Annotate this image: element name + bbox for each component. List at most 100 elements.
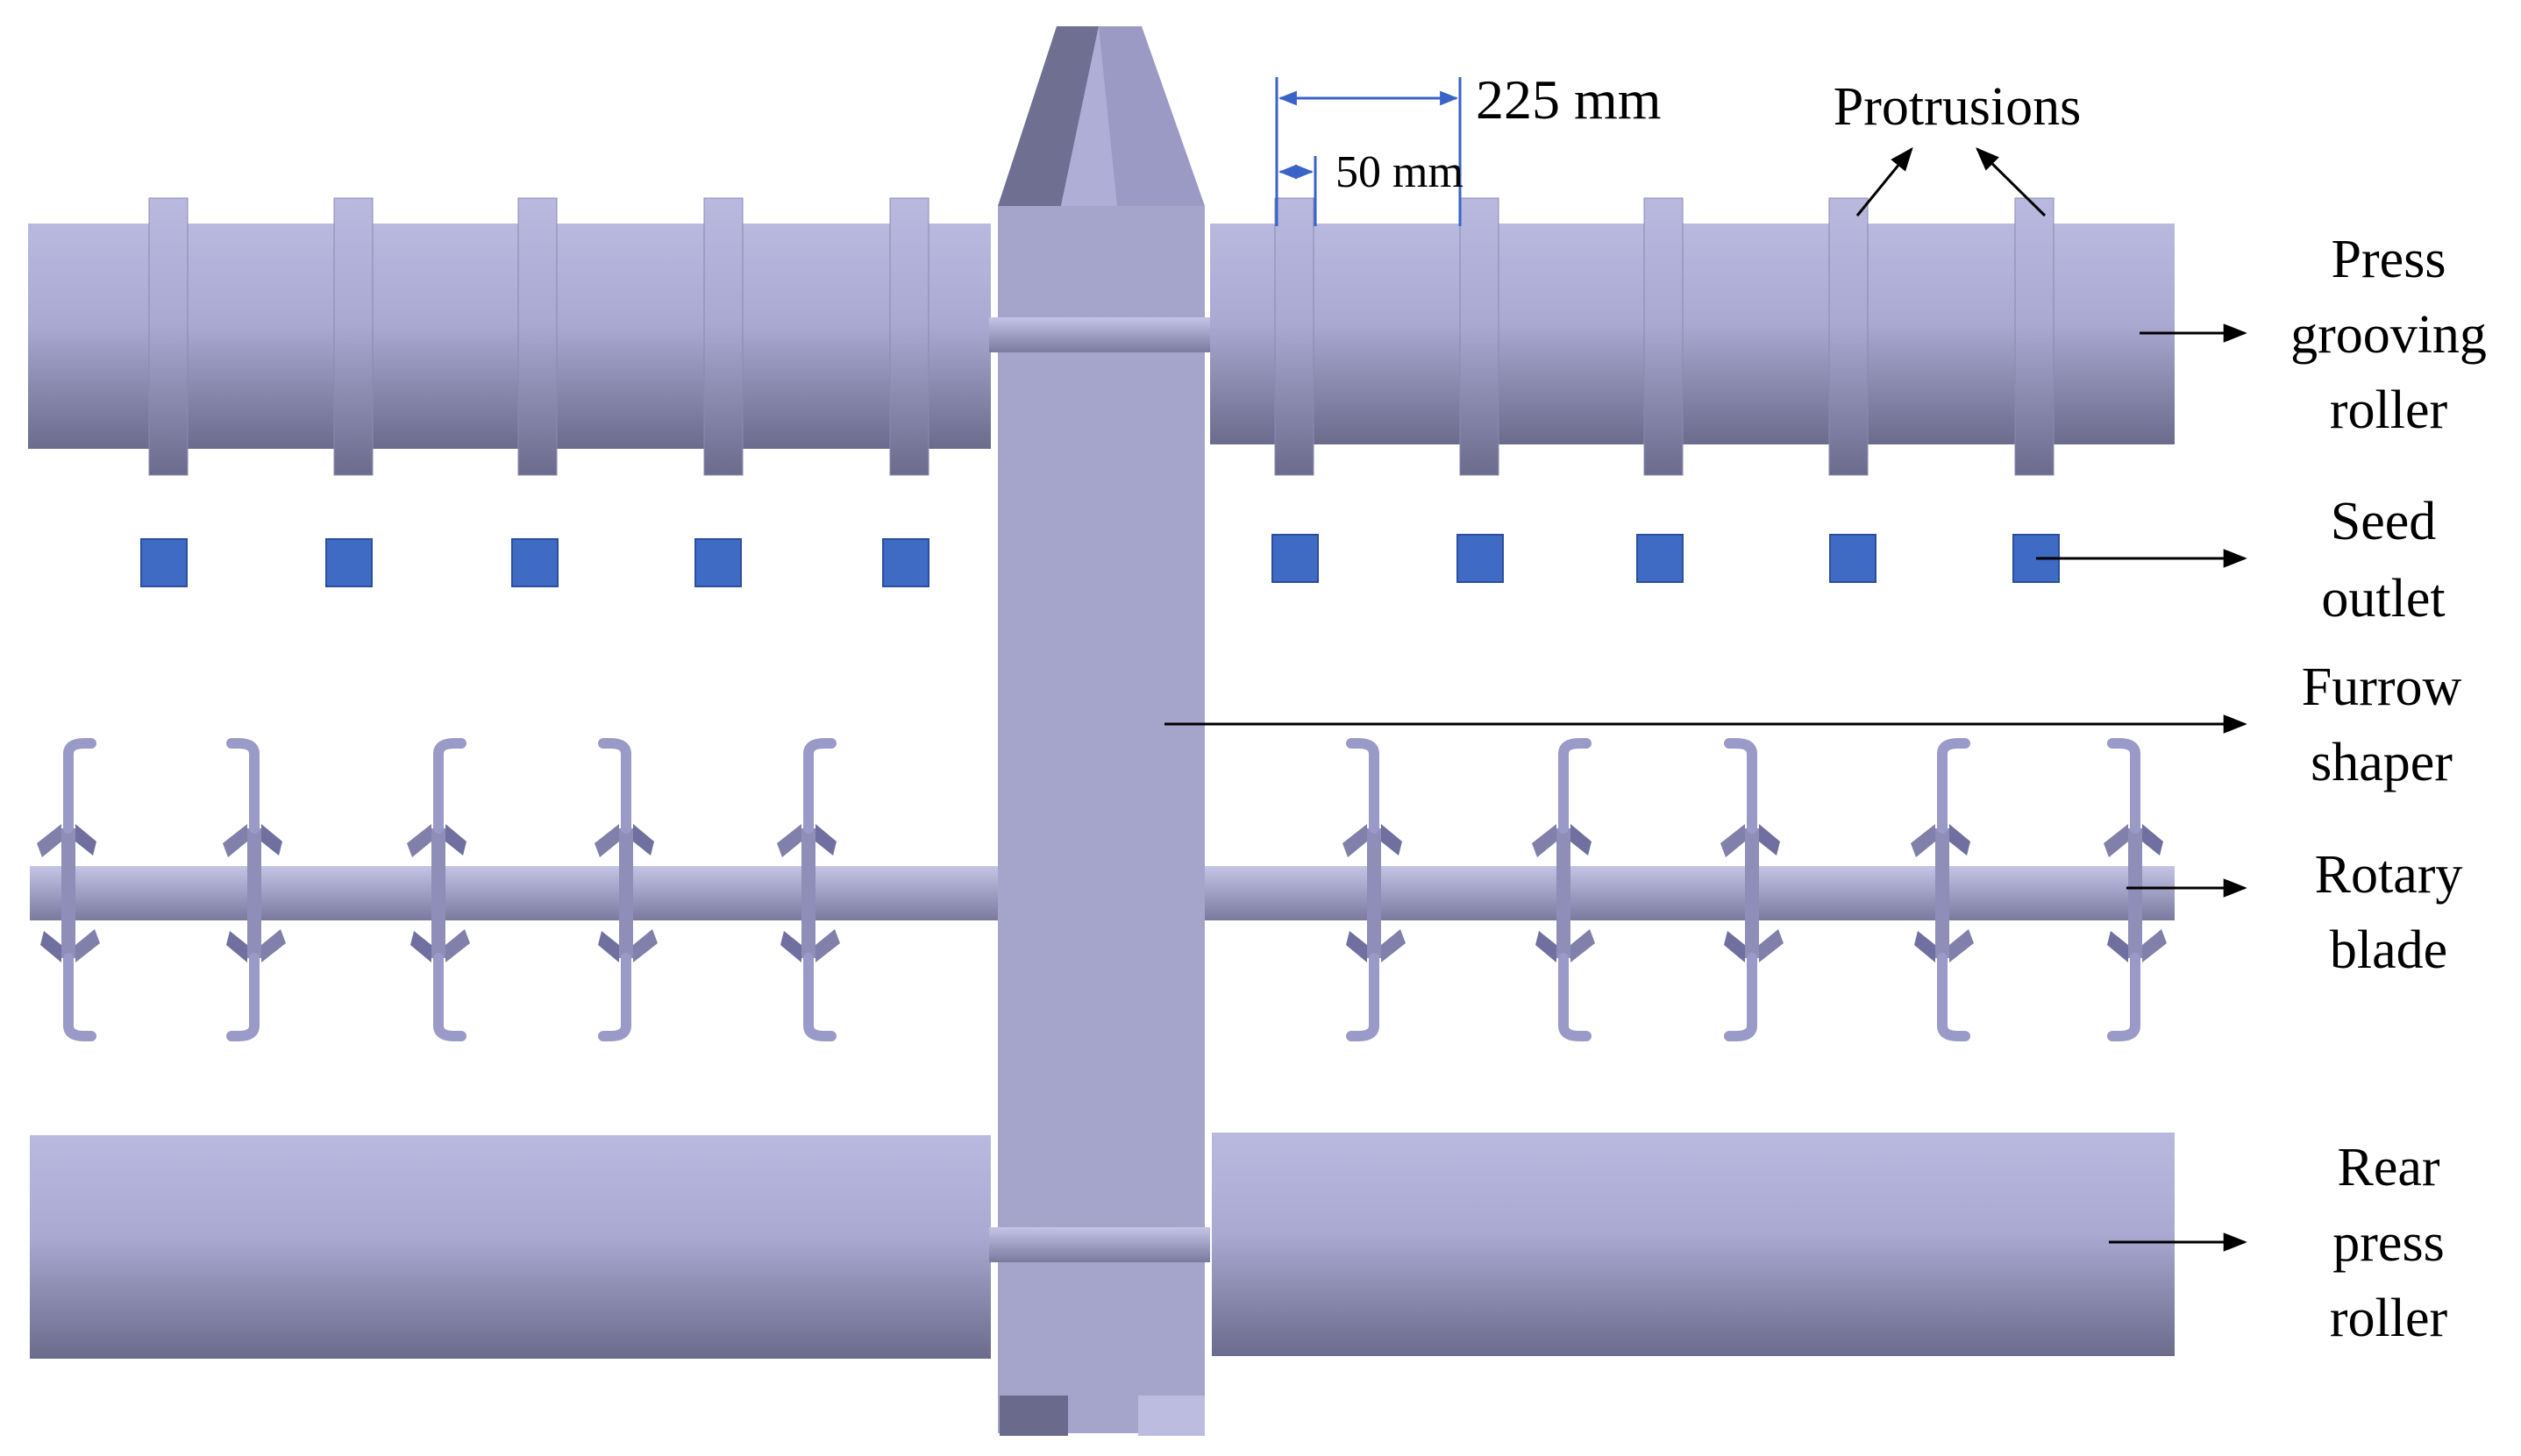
- blade-wing: [226, 931, 247, 962]
- blade-tine-lower: [1558, 953, 1592, 1041]
- label-seed-outlet-2: outlet: [2321, 569, 2445, 629]
- protrusion: [2014, 197, 2055, 476]
- blade-wing: [261, 929, 286, 962]
- blade-tine-lower: [63, 953, 96, 1041]
- blade-wing: [633, 929, 658, 962]
- blade-tine-upper: [1937, 738, 1970, 834]
- furrow-shaper-tip-face: [1061, 26, 1117, 206]
- blade-wing: [2104, 824, 2128, 857]
- blade-wing: [1914, 931, 1935, 962]
- dimension-50mm: 50 mm: [1335, 147, 1463, 197]
- blade-hub: [1935, 828, 1949, 958]
- protrusion: [1274, 197, 1314, 476]
- seed-outlet: [511, 538, 559, 587]
- furrow-shaper-collar-bottom: [989, 1227, 1210, 1262]
- protrusion: [703, 197, 744, 476]
- rear-press-roller-left: [30, 1135, 991, 1359]
- furrow-shaper-tip-dark: [998, 26, 1099, 206]
- furrow-shaper-collar-top: [989, 317, 1210, 352]
- protrusion: [1643, 197, 1684, 476]
- label-rotary-blade-2: blade: [2330, 920, 2447, 980]
- seed-outlet: [1829, 534, 1877, 583]
- blade-wing: [595, 824, 619, 857]
- label-protrusions: Protrusions: [1834, 77, 2081, 137]
- rotary-blade: [1720, 738, 1784, 1041]
- blade-wing: [261, 824, 282, 856]
- label-rotary-blade-1: Rotary: [2315, 845, 2463, 905]
- furrow-shaper: [989, 26, 1210, 1436]
- label-furrow-shaper-1: Furrow: [2302, 657, 2462, 717]
- blade-wing: [1759, 929, 1784, 962]
- blade-wing: [815, 929, 840, 962]
- blade-wing: [1949, 929, 1974, 962]
- blade-wing: [40, 931, 61, 962]
- blade-wing: [2107, 931, 2128, 962]
- label-furrow-shaper-2: shaper: [2311, 733, 2453, 792]
- blade-wing: [1949, 824, 1970, 856]
- press-grooving-roller-left: [28, 224, 991, 449]
- blade-wing: [777, 824, 801, 857]
- blade-hub: [1556, 828, 1570, 958]
- blade-wing: [410, 931, 431, 962]
- blade-tine-lower: [803, 953, 837, 1041]
- label-rear-press-roller-3: roller: [2330, 1289, 2448, 1348]
- press-grooving-roller-right: [1210, 224, 2175, 444]
- rotary-blade: [1532, 738, 1595, 1041]
- blade-hub: [1367, 828, 1381, 958]
- rear-press-roller: [30, 1133, 2175, 1359]
- seed-outlet: [1456, 534, 1504, 583]
- blade-tine-lower: [433, 953, 466, 1041]
- blade-wing: [1381, 824, 1402, 856]
- protrusion: [148, 197, 189, 476]
- blade-hub: [619, 828, 633, 958]
- label-press-grooving-roller-2: grooving: [2290, 305, 2487, 365]
- rotary-blade: [1342, 738, 1406, 1041]
- rotary-blade: [1911, 738, 1974, 1041]
- blade-tine-lower: [1937, 953, 1970, 1041]
- blade-wing: [1532, 824, 1556, 857]
- blade-wing: [1381, 929, 1406, 962]
- blade-wing: [445, 824, 466, 856]
- blade-tine-lower: [598, 953, 631, 1041]
- blade-wing: [2142, 929, 2167, 962]
- blade-tine-upper: [1346, 738, 1379, 834]
- furrow-shaper-base-dark: [1000, 1396, 1068, 1436]
- dimension-225mm: 225 mm: [1476, 68, 1662, 131]
- blade-wing: [1570, 824, 1592, 856]
- blade-tine-upper: [1558, 738, 1592, 834]
- blade-hub: [1745, 828, 1759, 958]
- seed-outlet: [882, 538, 929, 587]
- blade-wing: [1724, 931, 1745, 962]
- protrusion: [889, 197, 929, 476]
- blade-wing: [223, 824, 247, 857]
- blade-tine-upper: [63, 738, 96, 834]
- blade-wing: [1342, 824, 1367, 857]
- labels: Protrusions Press grooving roller Seed o…: [1834, 77, 2487, 1348]
- dimension-annotations: 225 mm 50 mm: [1275, 68, 1662, 226]
- protrusion: [517, 197, 558, 476]
- blade-tine-upper: [598, 738, 631, 834]
- blade-hub: [247, 828, 261, 958]
- rotary-blade: [223, 738, 286, 1041]
- protrusions: [148, 197, 2055, 476]
- rotary-blade: [595, 738, 658, 1041]
- blade-wing: [598, 931, 619, 962]
- blade-wing: [1346, 931, 1367, 962]
- label-seed-outlet-1: Seed: [2331, 492, 2437, 551]
- blade-wing: [815, 824, 837, 856]
- blade-tine-upper: [1724, 738, 1757, 834]
- blade-tine-upper: [433, 738, 466, 834]
- rotary-blades: [37, 738, 2167, 1041]
- blade-tine-lower: [1724, 953, 1757, 1041]
- blade-wing: [407, 824, 431, 857]
- rear-press-roller-right: [1212, 1133, 2175, 1356]
- protrusion: [1828, 197, 1869, 476]
- blade-wing: [445, 929, 470, 962]
- blade-tine-lower: [1346, 953, 1379, 1041]
- seed-outlet: [325, 538, 373, 587]
- rotary-blade: [407, 738, 470, 1041]
- seed-outlet: [1271, 534, 1319, 583]
- press-grooving-roller: [28, 197, 2175, 476]
- blade-tine-lower: [226, 953, 260, 1041]
